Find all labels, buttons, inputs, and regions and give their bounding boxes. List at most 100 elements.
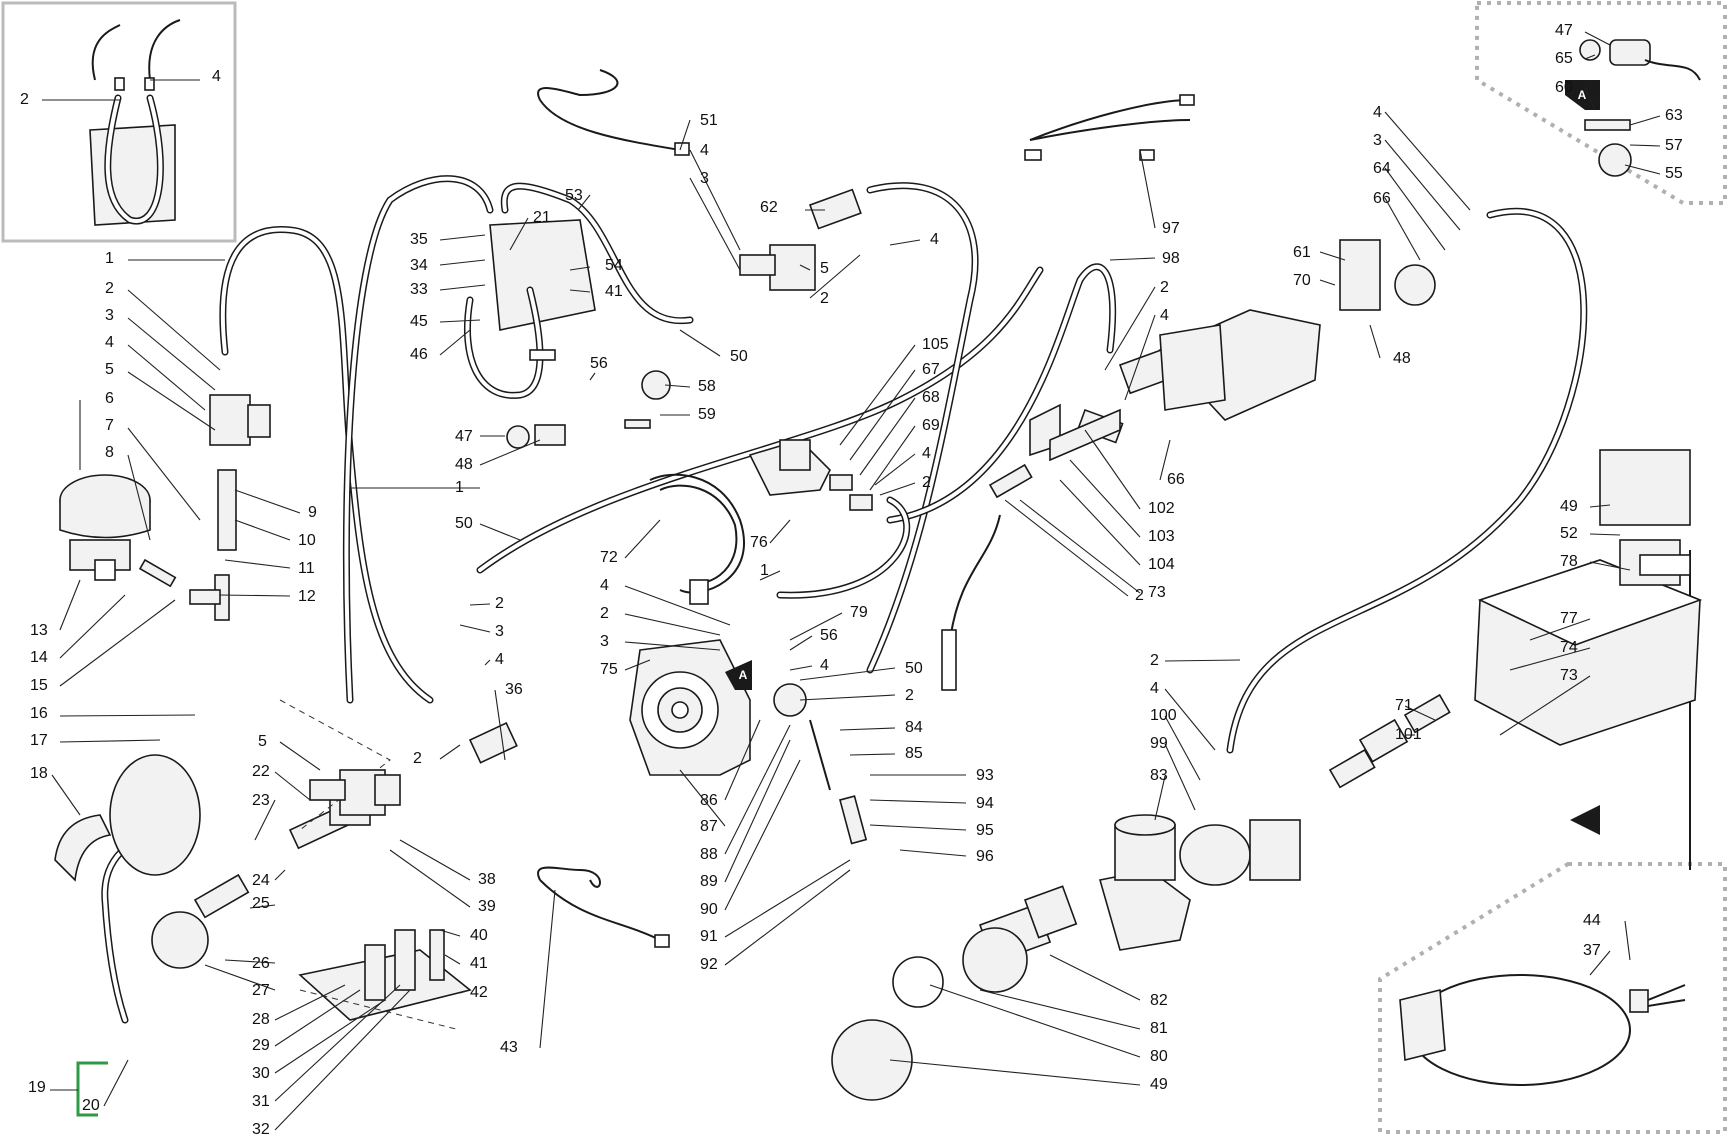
callout-leader — [1319, 251, 1346, 261]
part-number-label: 4 — [1373, 104, 1382, 121]
callout-leader — [389, 849, 471, 908]
callout-leader — [724, 859, 851, 938]
part-number-label: 66 — [1373, 190, 1391, 207]
callout-leader — [274, 984, 346, 1021]
callout-leader — [869, 824, 967, 831]
part-number-label: 103 — [1148, 528, 1175, 545]
callout-leader — [869, 799, 967, 804]
callout-leader — [1104, 286, 1156, 371]
callout-leader — [279, 741, 321, 771]
part-number-label: 4 — [922, 445, 931, 462]
callout-leader — [577, 194, 591, 211]
callout-leader — [1624, 920, 1631, 961]
callout-leader — [439, 929, 461, 937]
part-number-label: 15 — [30, 677, 48, 694]
part-number-label: 44 — [1583, 912, 1601, 929]
part-number-label: 100 — [1150, 707, 1177, 724]
part-number-label: 35 — [410, 231, 428, 248]
callout-leader — [1589, 561, 1631, 571]
part-number-label: 67 — [922, 361, 940, 378]
callout-leader — [439, 329, 471, 356]
part-number-label: 41 — [470, 955, 488, 972]
part-number-label: 4 — [495, 651, 504, 668]
part-number-label: 94 — [976, 795, 994, 812]
callout-leader — [1164, 688, 1216, 751]
part-number-label: 96 — [976, 848, 994, 865]
part-number-label: 18 — [30, 765, 48, 782]
green-bracket-19-20 — [76, 1061, 108, 1117]
callout-leader — [799, 264, 811, 271]
part-number-label: 12 — [298, 588, 316, 605]
part-number-label: 90 — [700, 901, 718, 918]
callout-leader — [224, 559, 291, 569]
svg-text:A: A — [739, 668, 748, 682]
callout-leader — [127, 344, 206, 411]
callout-leader — [1384, 167, 1446, 251]
callout-leader — [839, 727, 896, 731]
part-number-label: 32 — [252, 1121, 270, 1137]
part-number-label: 50 — [730, 348, 748, 365]
callout-leader — [274, 989, 411, 1131]
part-number-label: 49 — [1150, 1076, 1168, 1093]
part-number-label: 37 — [1583, 942, 1601, 959]
part-number-label: 70 — [1293, 272, 1311, 289]
part-number-label: 65 — [1555, 50, 1573, 67]
part-number-label: 45 — [410, 313, 428, 330]
inset-top-left — [1, 1, 237, 243]
callout-leader — [789, 665, 813, 671]
part-number-label: 14 — [30, 649, 48, 666]
callout-leader — [929, 984, 1141, 1058]
part-number-label: 5 — [820, 260, 829, 277]
callout-leader — [1584, 31, 1611, 46]
part-number-label: 86 — [700, 792, 718, 809]
part-number-label: 88 — [700, 846, 718, 863]
callout-leader — [859, 397, 916, 476]
part-number-label: 27 — [252, 982, 270, 999]
callout-leader — [724, 759, 801, 911]
part-number-label: 56 — [590, 355, 608, 372]
part-number-label: 4 — [212, 68, 221, 85]
part-number-label: 2 — [20, 91, 29, 108]
callout-leader — [127, 454, 151, 541]
part-number-label: 85 — [905, 745, 923, 762]
part-number-label: 3 — [1373, 132, 1382, 149]
part-number-label: 73 — [1148, 584, 1166, 601]
callout-leader — [724, 739, 791, 883]
callout-leader — [889, 1059, 1141, 1086]
part-number-label: 97 — [1162, 220, 1180, 237]
part-number-label: 64 — [1373, 160, 1391, 177]
part-number-label: 39 — [478, 898, 496, 915]
part-number-label: 81 — [1150, 1020, 1168, 1037]
part-number-label: 47 — [1555, 22, 1573, 39]
part-number-label: 26 — [252, 955, 270, 972]
inset-heater-assembly — [89, 19, 181, 226]
callout-leader — [479, 523, 521, 541]
part-number-label: 76 — [750, 534, 768, 551]
callout-leader — [809, 254, 861, 299]
callout-leader — [1384, 139, 1461, 231]
callout-leader — [254, 799, 276, 841]
callout-leader — [439, 284, 486, 291]
callout-leader — [274, 999, 386, 1074]
part-number-label: 98 — [1162, 250, 1180, 267]
callout-leader — [1624, 164, 1661, 175]
callout-leader — [1164, 743, 1196, 811]
callout-leader — [51, 774, 81, 816]
callout-leader — [569, 266, 591, 271]
part-number-label: 6 — [105, 390, 114, 407]
callout-leader — [1004, 499, 1129, 597]
callout-leader — [274, 984, 401, 1102]
callout-leader — [1584, 54, 1596, 60]
callout-leader — [1509, 647, 1591, 671]
part-number-label: 3 — [495, 623, 504, 640]
part-number-label: 3 — [105, 307, 114, 324]
part-number-label: 46 — [410, 346, 428, 363]
part-number-label: 2 — [495, 595, 504, 612]
part-number-label: 53 — [565, 187, 583, 204]
callout-leader — [459, 989, 471, 994]
callout-leader — [234, 489, 301, 514]
part-number-label: 69 — [922, 417, 940, 434]
part-number-label: 83 — [1150, 767, 1168, 784]
callout-leader — [1589, 504, 1611, 508]
part-number-label: 28 — [252, 1011, 270, 1028]
